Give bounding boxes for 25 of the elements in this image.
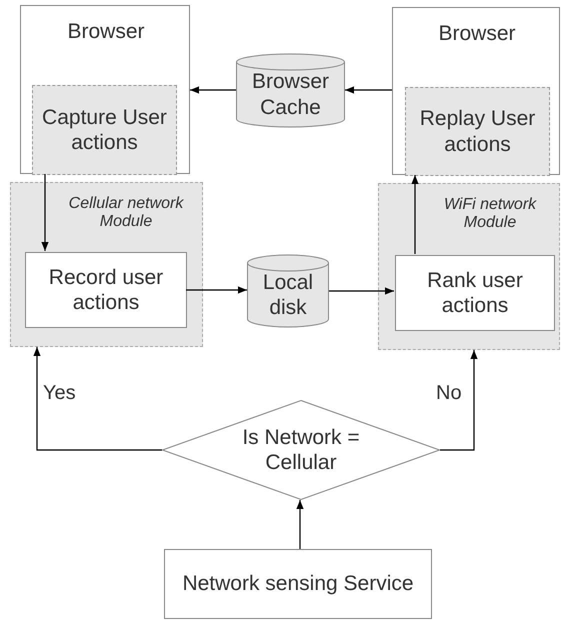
module-panel [378, 183, 560, 350]
process-box: Capture User actions [32, 85, 177, 175]
database-cylinder: Local disk [247, 255, 329, 327]
arrow [41, 174, 49, 251]
arrow [296, 500, 304, 549]
process-box: Record user actions [25, 252, 187, 328]
browser-box [392, 7, 560, 175]
process-box: Rank user actions [395, 255, 555, 331]
box-title: Browser [66, 20, 146, 44]
arrow [411, 175, 419, 254]
arrow [186, 286, 247, 294]
arrow [33, 347, 162, 451]
arrow [440, 350, 478, 451]
module-title: WiFi network Module [442, 196, 538, 232]
decision-diamond: Is Network = Cellular [162, 400, 440, 500]
module-panel [10, 182, 203, 347]
box-title: Browser [437, 22, 517, 46]
arrow [190, 86, 236, 94]
arrow [329, 287, 394, 295]
arrow [345, 86, 392, 94]
browser-box [20, 5, 190, 174]
process-box: Network sensing Service [164, 549, 432, 619]
database-cylinder: Browser Cache [236, 54, 345, 127]
module-title: Cellular network Module [68, 195, 185, 231]
process-box: Replay User actions [405, 87, 550, 176]
